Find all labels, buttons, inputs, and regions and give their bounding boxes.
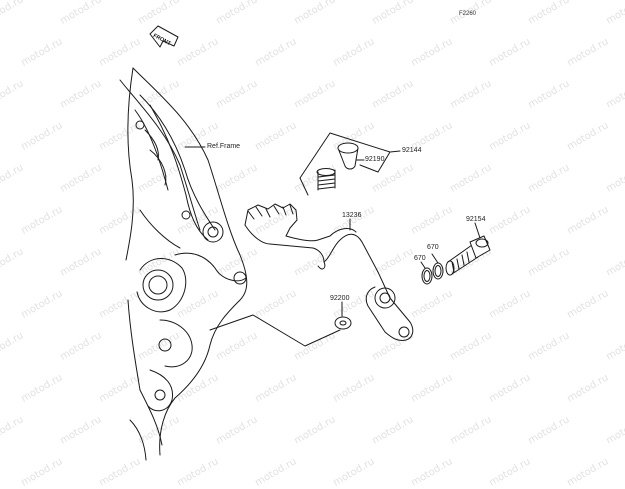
frame-outline bbox=[119, 67, 248, 461]
washer-92200 bbox=[334, 316, 352, 330]
pivot-bolt-92154 bbox=[445, 235, 491, 276]
front-arrow-icon: FRONT bbox=[149, 25, 179, 48]
part-number-92144: 92144 bbox=[402, 147, 422, 154]
part-number-13236: 13236 bbox=[342, 212, 362, 219]
part-number-92190: 92190 bbox=[365, 156, 385, 163]
spring-92190 bbox=[316, 168, 336, 191]
ref-frame-label: Ref.Frame bbox=[207, 143, 241, 150]
diagram-code: F2260 bbox=[459, 11, 477, 17]
brake-pedal-13236 bbox=[244, 203, 414, 341]
exploded-parts-diagram: FRONT bbox=[119, 25, 491, 461]
pin-92144 bbox=[337, 142, 359, 170]
part-number-670-b: 670 bbox=[414, 255, 426, 262]
part-number-92200: 92200 bbox=[330, 295, 350, 302]
part-number-670-a: 670 bbox=[427, 244, 439, 251]
o-ring-670-a bbox=[421, 267, 433, 285]
part-number-92154: 92154 bbox=[466, 216, 486, 223]
